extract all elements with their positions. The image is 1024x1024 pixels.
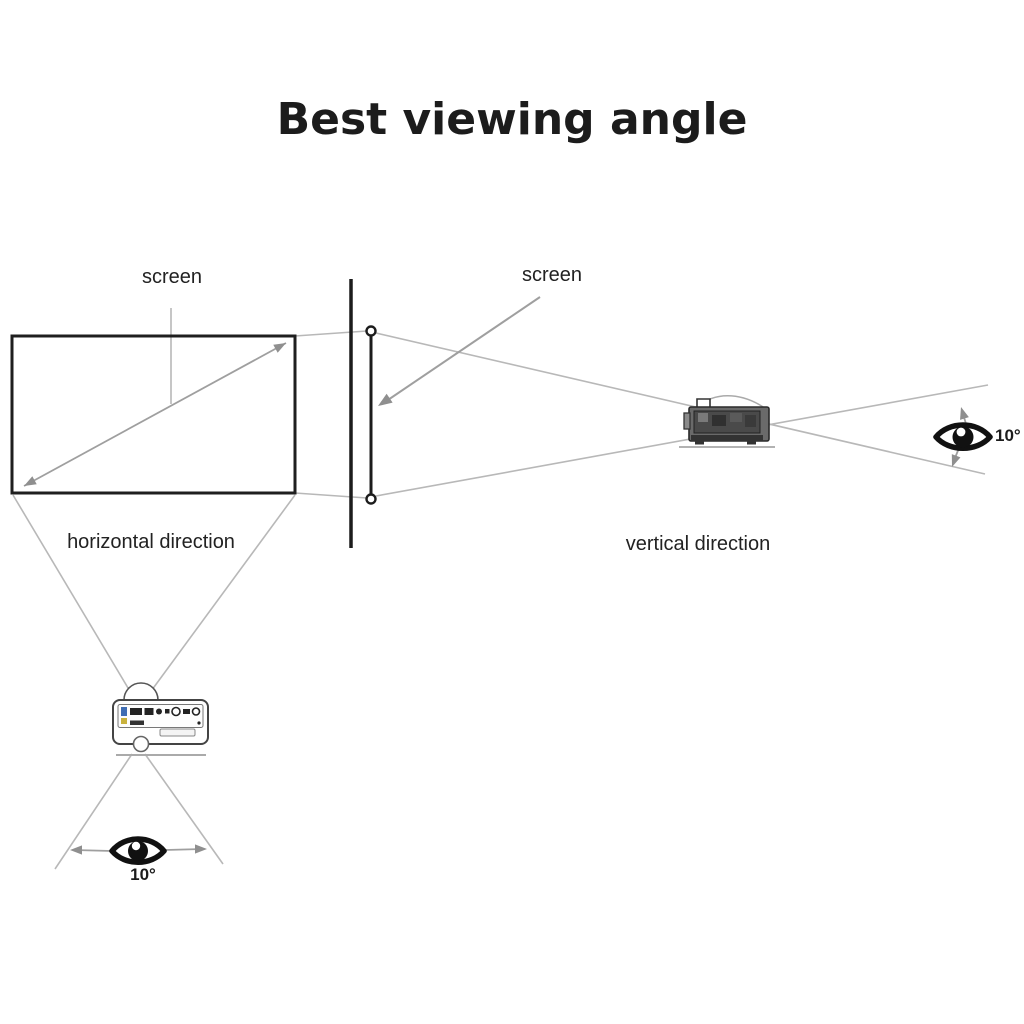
arrowhead-icon <box>70 845 82 855</box>
lead-line-top <box>294 330 368 337</box>
screen-top-endpoint <box>365 325 377 337</box>
screen-label-arrow <box>381 296 541 405</box>
viewing-angle-value-vertical: 10° <box>995 426 1021 445</box>
eye-icon <box>933 422 993 451</box>
viewer-cone-right-line <box>144 753 224 865</box>
screen-label-vertical: screen <box>521 264 583 286</box>
vertical-direction-label: vertical direction <box>625 533 771 555</box>
lead-line-bottom <box>294 492 368 499</box>
arrowhead-icon <box>24 476 37 486</box>
sight-line-top-to-bottom <box>375 332 986 475</box>
viewer-cone-left-line <box>54 753 133 870</box>
screen-bottom-endpoint <box>365 493 377 505</box>
construction-lines <box>12 308 989 870</box>
screen-label-horizontal: screen <box>141 266 203 288</box>
cone-right-line <box>145 494 296 699</box>
arrowhead-icon <box>378 393 393 406</box>
arrows <box>23 296 969 855</box>
horizontal-direction-label: horizontal direction <box>67 531 235 553</box>
page-title: Best viewing angle <box>276 94 748 145</box>
eye-icon <box>109 836 167 865</box>
projector-top-view-icon <box>112 682 209 756</box>
arrowhead-icon <box>273 343 286 353</box>
arrowhead-icon <box>195 844 207 854</box>
arrowhead-icon <box>951 454 961 467</box>
diagonal-measure-arrow <box>23 342 287 487</box>
sight-line-bottom-to-top <box>375 384 989 497</box>
viewing-angle-value-horizontal: 10° <box>130 865 156 884</box>
arrowhead-icon <box>960 407 969 420</box>
projector-side-view-icon <box>679 395 775 448</box>
cone-left-line <box>12 494 135 699</box>
screen-front-rect <box>10 334 297 495</box>
